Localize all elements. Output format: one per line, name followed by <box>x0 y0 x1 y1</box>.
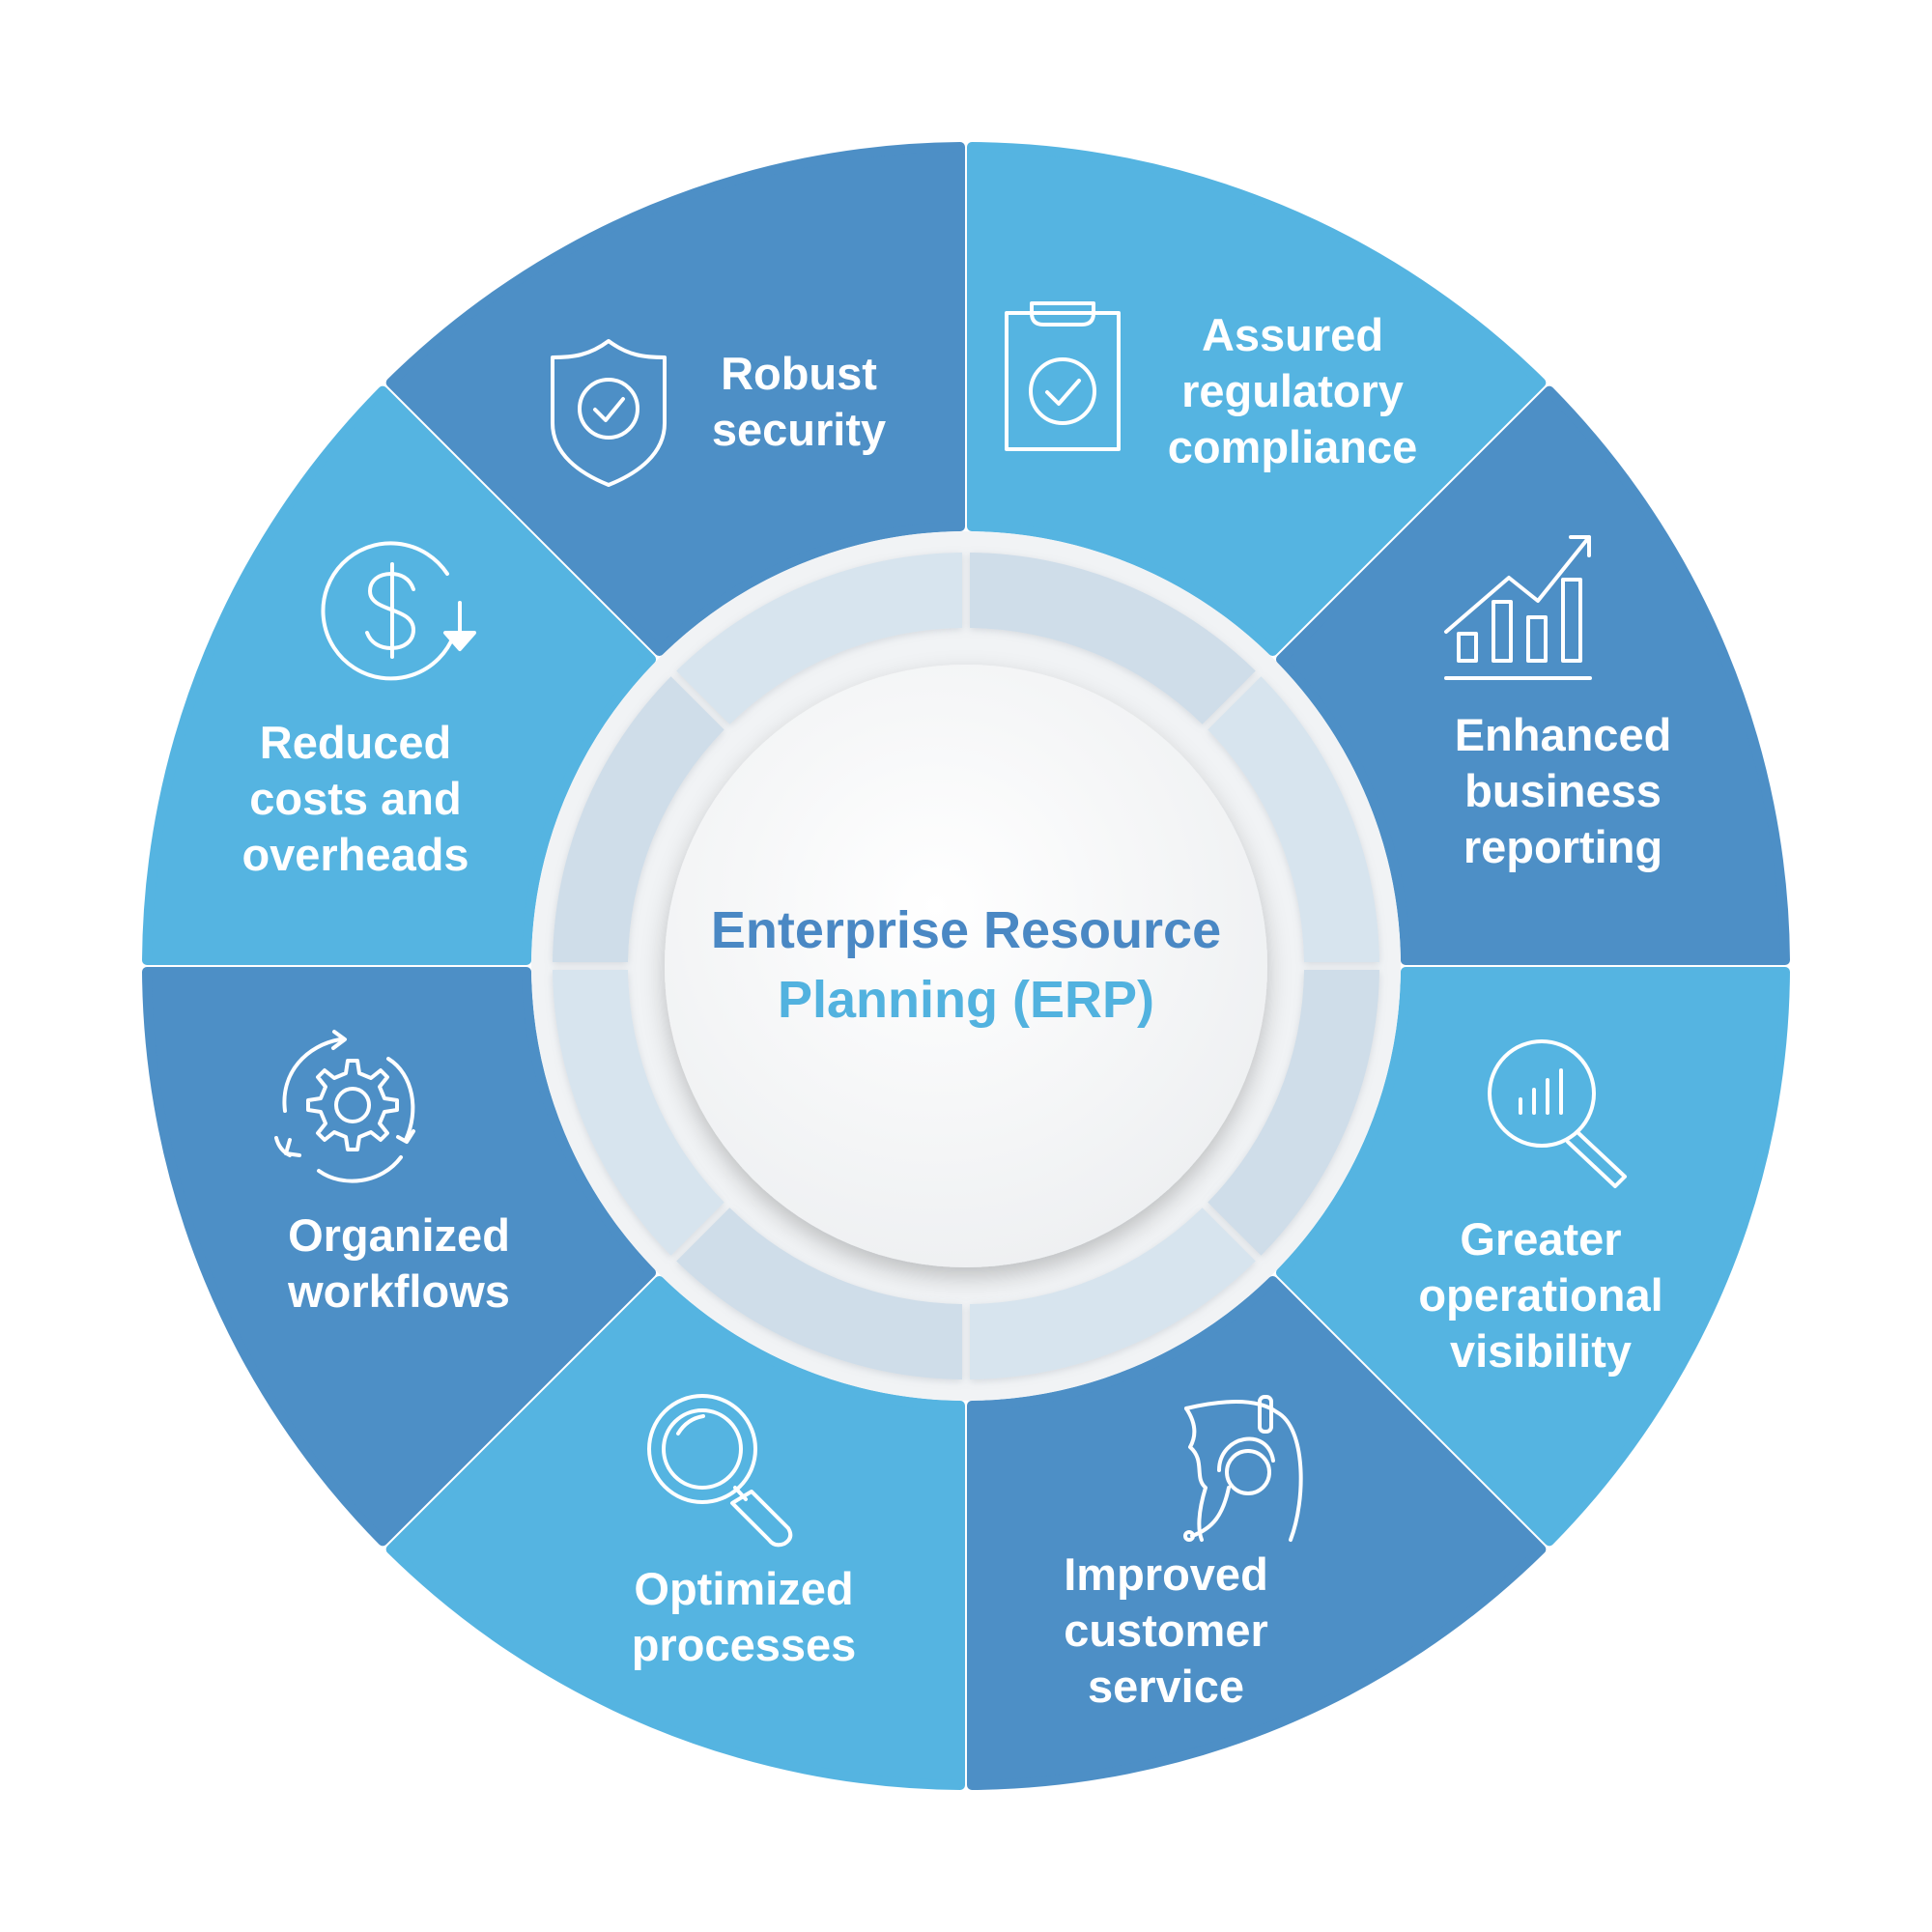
shield-check-icon <box>551 339 667 487</box>
ring-segment-reduced-costs-and-overheads <box>553 969 724 1256</box>
label-line: Reduced <box>259 717 452 768</box>
label-line: customer <box>1064 1605 1268 1656</box>
label-line: Assured <box>1201 309 1384 360</box>
segment-enhanced-business-reporting <box>967 142 1547 657</box>
ring-segment-optimized-processes <box>969 1208 1256 1379</box>
center-title-line-2: Planning (ERP) <box>778 971 1154 1029</box>
label-line: regulatory <box>1181 365 1404 416</box>
magnifier-chart-icon <box>1488 1039 1627 1188</box>
gear-cycle-icon <box>274 1030 415 1183</box>
segment-optimized-processes <box>967 1275 1547 1790</box>
ring-segment-greater-operational-visibility <box>1208 676 1379 963</box>
bar-chart-growth-icon <box>1444 535 1592 680</box>
label-line: workflows <box>288 1265 510 1317</box>
segment-assured-regulatory-compliance <box>385 142 965 657</box>
magnifying-glass-icon <box>647 1394 793 1548</box>
label-line: security <box>711 404 887 455</box>
segment-improved-customer-service <box>1275 967 1790 1547</box>
label-line: service <box>1087 1661 1245 1712</box>
headset-agent-icon <box>1183 1395 1303 1542</box>
label-line: overheads <box>242 829 469 880</box>
segment-icons <box>274 301 1627 1548</box>
label-line: reporting <box>1463 821 1663 872</box>
segment-organized-workflows <box>385 1275 965 1790</box>
ring-segment-enhanced-business-reporting <box>969 553 1256 724</box>
label-line: Organized <box>288 1209 510 1261</box>
segment-reduced-costs-and-overheads <box>142 967 657 1547</box>
label-line: operational <box>1418 1269 1663 1321</box>
segment-greater-operational-visibility <box>1275 385 1790 965</box>
label-line: Enhanced <box>1454 709 1672 760</box>
label-line: Optimized <box>634 1563 854 1614</box>
ring-segment-robust-security <box>553 676 724 963</box>
ring-segment-organized-workflows <box>676 1208 963 1379</box>
label-line: business <box>1464 765 1662 816</box>
ring-segment-assured-regulatory-compliance <box>676 553 963 724</box>
center-title: Enterprise Resource Planning (ERP) <box>711 895 1221 1035</box>
center-circle <box>665 665 1267 1267</box>
label-line: costs and <box>249 773 462 824</box>
dollar-down-icon <box>321 541 476 681</box>
clipboard-check-icon <box>1005 301 1121 451</box>
ring-segment-improved-customer-service <box>1208 969 1379 1256</box>
inner-ring-segments <box>553 553 1379 1379</box>
segment-robust-security <box>142 385 657 965</box>
label-line: Greater <box>1460 1213 1622 1264</box>
label-line: visibility <box>1449 1325 1633 1377</box>
label-line: Improved <box>1064 1548 1268 1600</box>
segment-sectors <box>142 142 1790 1790</box>
center-title-line-1: Enterprise Resource <box>710 901 1222 959</box>
label-line: Robust <box>721 348 877 399</box>
label-line: processes <box>631 1619 857 1670</box>
label-line: compliance <box>1167 421 1418 472</box>
